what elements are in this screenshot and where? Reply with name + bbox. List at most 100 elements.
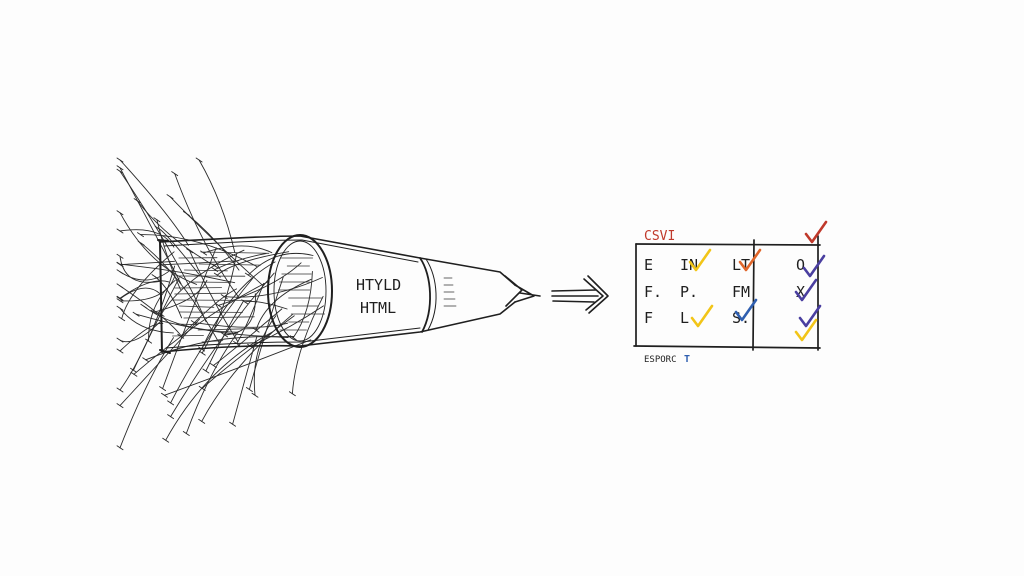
- strand-line: [236, 282, 265, 344]
- strand-tick: [116, 348, 124, 354]
- strand-line: [119, 270, 171, 281]
- strand-tick: [116, 337, 124, 343]
- strand-tick: [116, 387, 124, 393]
- strand-tick: [166, 194, 174, 200]
- checkmark-icon: [794, 318, 818, 342]
- strand-line: [180, 288, 238, 337]
- hatch-line: [174, 292, 227, 295]
- strand-tick: [171, 171, 179, 177]
- strand-tick: [245, 387, 253, 392]
- strand-tick: [150, 309, 158, 315]
- strand-tick: [154, 225, 162, 231]
- funnel-text-line2: HTML: [360, 299, 396, 317]
- checkmark-icon: [798, 304, 822, 328]
- strand-tick: [116, 210, 124, 216]
- strand-tick: [159, 386, 167, 392]
- strand-line: [253, 315, 277, 396]
- strand-tick: [198, 350, 206, 356]
- table-cell: FM: [732, 283, 750, 301]
- strand-tick: [251, 392, 259, 398]
- checkmarks: [688, 220, 828, 342]
- arrow-right-icon: [551, 275, 609, 314]
- strand-line: [165, 331, 273, 441]
- strand-line: [216, 251, 290, 276]
- strand-tick: [162, 437, 170, 443]
- strand-tick: [116, 403, 124, 409]
- strand-tick: [137, 240, 145, 246]
- strand-tick: [116, 298, 124, 304]
- checkmark-icon: [802, 254, 826, 278]
- funnel-top-edge-2: [163, 239, 419, 263]
- strand-line: [119, 287, 161, 300]
- checkmark-icon: [688, 248, 712, 272]
- funnel-ring: [267, 234, 333, 348]
- table-cell: X: [796, 283, 805, 301]
- strand-tick: [190, 320, 198, 326]
- strand-line: [119, 320, 162, 343]
- strand-tick: [182, 431, 190, 436]
- strand-line: [205, 300, 244, 372]
- strand-tick: [167, 400, 175, 406]
- hatch-line: [179, 305, 215, 308]
- strand-line: [232, 335, 258, 425]
- strand-line: [119, 170, 207, 323]
- funnel-ring-inner: [273, 240, 327, 342]
- funnel: [157, 234, 541, 354]
- funnel-band: [419, 257, 431, 333]
- table-cell: IN: [680, 256, 698, 274]
- strand-tick: [202, 368, 210, 374]
- checkmark-icon: [738, 248, 762, 272]
- strand-line: [119, 337, 174, 449]
- strand-tick: [132, 311, 140, 317]
- strand-line: [119, 212, 198, 285]
- strand-tick: [130, 367, 137, 373]
- strand-tick: [116, 262, 124, 268]
- strand-line: [133, 281, 268, 375]
- scattered-input-lines: [116, 157, 324, 451]
- strand-line: [145, 336, 289, 361]
- strand-tick: [116, 295, 124, 301]
- table-cell: O: [796, 256, 805, 274]
- strand-tick: [116, 165, 124, 171]
- funnel-band-2: [425, 258, 437, 331]
- strand-tick: [198, 418, 206, 424]
- hatch-line: [200, 251, 270, 254]
- strand-line: [161, 260, 240, 266]
- strand-line: [119, 159, 189, 246]
- strand-line: [133, 277, 180, 371]
- strand-line: [170, 272, 275, 418]
- funnel-tip: [504, 275, 541, 307]
- strand-tick: [118, 316, 126, 322]
- strand-tick: [167, 414, 175, 420]
- strand-line: [119, 260, 175, 266]
- hatch-line: [201, 340, 224, 343]
- strand-line: [217, 262, 302, 306]
- strand-line: [174, 173, 239, 298]
- strand-tick: [214, 302, 222, 308]
- funnel-bottom-edge: [161, 301, 516, 353]
- funnel-text-line1: HTYLD: [356, 276, 401, 294]
- hatch-line: [175, 323, 198, 326]
- strand-tick: [116, 253, 124, 259]
- strand-line: [185, 331, 239, 434]
- strand-line: [244, 301, 288, 310]
- strand-line: [201, 313, 294, 422]
- strand-line: [119, 307, 174, 334]
- strand-tick: [288, 391, 296, 397]
- strand-tick: [145, 338, 153, 344]
- strand-line: [163, 339, 312, 396]
- strand-line: [292, 270, 313, 339]
- strand-line: [119, 263, 236, 284]
- strand-tick: [182, 211, 190, 216]
- strand-tick: [200, 250, 208, 256]
- table-cell: L: [680, 309, 689, 327]
- hatch-line: [198, 263, 261, 266]
- strand-tick: [116, 283, 124, 289]
- table-cell: P.: [680, 283, 698, 301]
- hatch-line: [172, 335, 204, 337]
- strand-line: [170, 277, 254, 404]
- table-footer-label: ESPORC: [644, 355, 677, 365]
